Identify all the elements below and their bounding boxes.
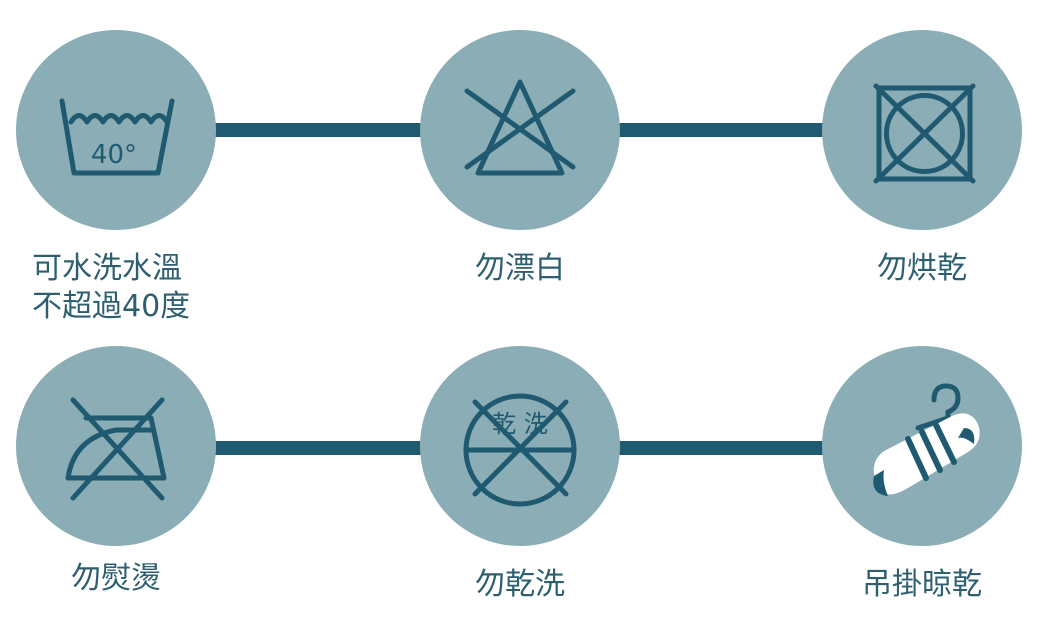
care-label-no-iron: 勿熨燙 (71, 561, 161, 596)
washtub-40-icon: 40° (59, 98, 175, 176)
care-item-no-bleach (420, 30, 620, 230)
hang-dry-sock-icon (873, 383, 980, 496)
connector-row2-b (615, 441, 830, 455)
care-label-wash-40: 可水洗水溫 不超過40度 (32, 251, 191, 324)
connector-row1-a (210, 123, 425, 137)
care-label-hang-dry: 吊掛晾乾 (862, 567, 982, 602)
care-item-no-tumble-dry (822, 30, 1022, 230)
care-item-wash-40: 40° (16, 30, 216, 230)
care-item-hang-dry (822, 346, 1022, 546)
dry-clean-text: 乾 洗 (492, 410, 548, 438)
care-label-no-tumble-dry: 勿烘乾 (877, 251, 967, 286)
wash-temp-text: 40° (91, 140, 137, 170)
care-item-no-iron (16, 346, 216, 546)
no-iron-icon (65, 397, 167, 501)
no-tumble-dry-icon (873, 83, 976, 184)
no-dry-clean-icon: 乾 洗 (463, 393, 577, 507)
care-label-no-dry-clean: 勿乾洗 (475, 567, 565, 602)
care-item-no-dry-clean: 乾 洗 (420, 346, 620, 546)
care-label-no-bleach: 勿漂白 (475, 251, 565, 286)
connector-row1-b (615, 123, 830, 137)
no-bleach-icon (464, 79, 576, 176)
connector-row2-a (210, 441, 425, 455)
